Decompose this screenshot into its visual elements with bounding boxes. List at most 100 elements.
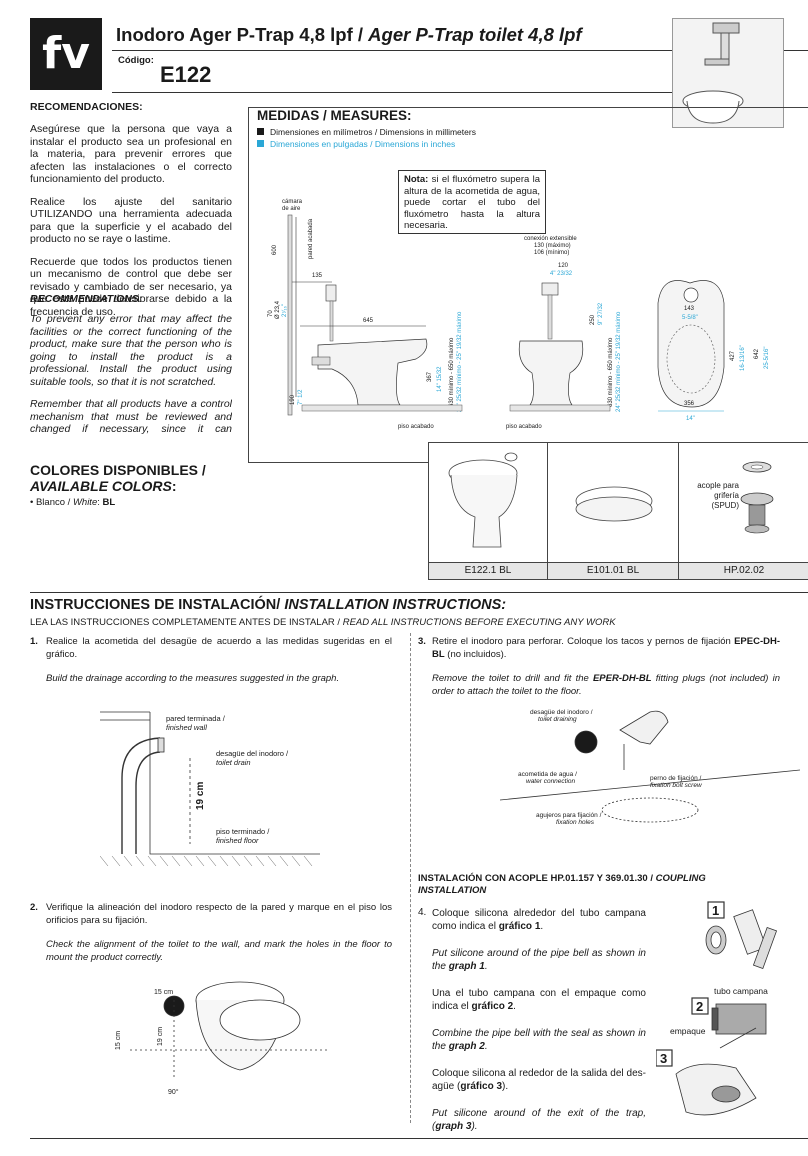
recommendations-es: RECOMENDACIONES: Asegúrese que la person…	[30, 101, 232, 328]
step-4-p6-post: ).	[471, 1121, 478, 1132]
bottom-divider	[30, 1138, 808, 1139]
product-card-hp0202: acople para grifería (SPUD) HP.02.02	[678, 442, 808, 580]
lbl-2-in: 2⁷⁄₁₆"	[281, 304, 288, 317]
lbl-7-in: 7" 1/2	[298, 389, 304, 405]
column-divider	[410, 633, 411, 1123]
lbl-piso: piso terminado /	[216, 827, 270, 836]
installation-title: INSTRUCCIONES DE INSTALACIÓN/ INSTALLATI…	[30, 597, 506, 613]
spud-label-1: acople para	[697, 481, 739, 490]
step-1-number: 1.	[30, 636, 38, 647]
lbl-19cm: 19 cm	[195, 782, 206, 810]
color-item: • Blanco / White: BL	[30, 497, 116, 508]
product-card-e122: E122.1 BL	[428, 442, 548, 580]
step-4-p5-post: ).	[502, 1081, 509, 1092]
product-code-e101: E101.01 BL	[548, 562, 678, 579]
coupling-diagrams: 1 2 3 tubo campana empaque	[656, 901, 778, 1116]
legend-mm: Dimensiones en milímetros / Dimensions i…	[257, 127, 476, 137]
step-4-p1: Coloque silicona alrededor del tubo camp…	[432, 907, 646, 933]
title-en: Ager P-Trap toilet 4,8 lpf	[368, 24, 582, 45]
step-3-en-pre: Remove the toilet to drill and fit the	[432, 673, 593, 684]
lbl-perno: perno de fijación /	[650, 775, 702, 782]
spud-fitting-icon	[740, 461, 774, 534]
step-3-en-post: fitting plugs (not included) in order to…	[432, 673, 780, 697]
lbl-19: 19 cm	[157, 1027, 164, 1046]
legend-mm-text: Dimensiones en milímetros / Dimensions i…	[270, 127, 476, 137]
lbl-14in: 14"	[686, 416, 695, 422]
step-4-p3-b: gráfico 2	[471, 1001, 514, 1012]
step-4-p2-post: .	[484, 961, 488, 972]
lbl-630a: 630 mínimo - 650 máximo	[449, 337, 455, 407]
lbl-25-in: 25-5/16"	[764, 347, 770, 369]
step-4-p5-b: gráfico 3	[460, 1081, 503, 1092]
step-3-es: Retire el inodoro para perforar. Coloque…	[432, 636, 780, 661]
rec-es-p2: Realice los ajuste del sanitario UTILIZA…	[30, 195, 232, 246]
document-title: Inodoro Ager P-Trap 4,8 lpf / Ager P-Tra…	[116, 24, 582, 46]
step-4-p4: Combine the pipe bell with the seal as s…	[432, 1027, 646, 1053]
spud-label-2: grifería	[714, 491, 739, 500]
step-2: 2. Verifique la alineación del inodoro r…	[30, 902, 392, 964]
step-4-p1-b: gráfico 1	[498, 921, 541, 932]
toilet-thumbnail-icon	[682, 22, 744, 124]
coupling-title: INSTALACIÓN CON ACOPLE HP.01.157 Y 369.0…	[418, 873, 758, 897]
colors-title-es: COLORES DISPONIBLES /	[30, 462, 206, 478]
spud-label-3: (SPUD)	[711, 501, 739, 510]
step-3-es-post: (no incluidos).	[444, 648, 507, 660]
step-3: 3. Retire el inodoro para perforar. Colo…	[418, 636, 780, 698]
lbl-645: 645	[363, 318, 374, 324]
lbl-pared: pared terminada /	[166, 714, 226, 723]
step-3-es-code: EPEC-DH-BL	[432, 636, 780, 660]
product-card-e101: E101.01 BL	[547, 442, 679, 580]
coupling-title-es: INSTALACIÓN CON ACOPLE HP.01.157 Y 369.0…	[418, 873, 653, 884]
lbl-15b: 15 cm	[115, 1031, 122, 1050]
step-4-p2: Put silicone around of the pipe bell as …	[432, 947, 646, 973]
rec-en-p1: To prevent any error that may affect the…	[30, 313, 232, 388]
lbl-agujeros: agujeros para fijación /	[536, 812, 602, 819]
step-4-p4-b: graph 2	[448, 1041, 485, 1052]
step-2-diagram: 15 cm 15 cm 19 cm 90°	[115, 981, 330, 1096]
step-2-es: Verifique la alineación del inodoro resp…	[46, 902, 392, 926]
lbl-190: 190	[290, 394, 296, 405]
step-4-number: 4.	[418, 907, 427, 918]
installation-title-es: INSTRUCCIONES DE INSTALACIÓN/	[30, 597, 281, 613]
color-item-code: BL	[102, 497, 116, 508]
lbl-15a: 15 cm	[154, 989, 173, 996]
step-1-en: Build the drainage according to the meas…	[46, 673, 340, 684]
lbl-630b: 630 mínimo - 650 máximo	[608, 337, 614, 407]
lbl-23-4: Ø 23,4	[275, 300, 281, 319]
step-4-p6-pre: Put silicone around of the exit of the t…	[432, 1108, 646, 1132]
lbl-135: 135	[312, 273, 323, 279]
rec-es-p1: Asegúrese que la persona que vaya a inst…	[30, 123, 232, 185]
read-instructions-note: LEA LAS INSTRUCCIONES COMPLETAMENTE ANTE…	[30, 617, 616, 628]
lbl-120: 120	[558, 263, 569, 269]
spud-label: acople para grifería (SPUD)	[683, 481, 739, 511]
step-4-p1-pre: Coloque silicona alrededor del tubo camp…	[432, 908, 646, 932]
toilet-bowl-icon	[448, 452, 518, 548]
lbl-130: 130 (máximo)	[534, 243, 571, 249]
lbl-16-in: 16-13/16"	[740, 345, 746, 371]
lbl-piso-en: finished floor	[216, 836, 259, 845]
lbl-70: 70	[268, 310, 274, 317]
lbl-5-5-8: 5-5/8"	[682, 315, 698, 321]
lbl-pared-acabada: pared acabada	[308, 218, 314, 259]
coupling-title-en: COUPLING INSTALLATION	[418, 873, 706, 896]
rec-en-title: RECOMMENDATIONS:	[30, 293, 143, 305]
header-divider	[112, 50, 672, 51]
lbl-desague-en: toilet drain	[216, 758, 251, 767]
recommendations-en: RECOMMENDATIONS: To prevent any error th…	[30, 293, 232, 446]
lbl-250: 250	[590, 314, 596, 325]
color-item-prefix: • Blanco /	[30, 497, 73, 508]
lbl-106: 106 (mínimo)	[534, 250, 569, 256]
lbl-642: 642	[754, 348, 760, 359]
rec-es-title: RECOMENDACIONES:	[30, 101, 143, 113]
step-3-en-code: EPER-DH-BL	[592, 673, 652, 684]
step-3-es-pre: Retire el inodoro para perforar. Coloque…	[432, 636, 735, 647]
lbl-desague: desagüe del inodoro /	[216, 749, 289, 758]
step-2-number: 2.	[30, 902, 38, 913]
lbl-pared-en: finished wall	[166, 723, 207, 732]
legend-in-text: Dimensiones en pulgadas / Dimensions in …	[270, 139, 456, 149]
legend-mm-swatch	[257, 128, 264, 135]
step-3-number: 3.	[418, 636, 426, 647]
header-divider-bottom	[112, 92, 672, 93]
fv-logo: fv	[30, 18, 102, 90]
lbl-90: 90°	[168, 1088, 179, 1096]
